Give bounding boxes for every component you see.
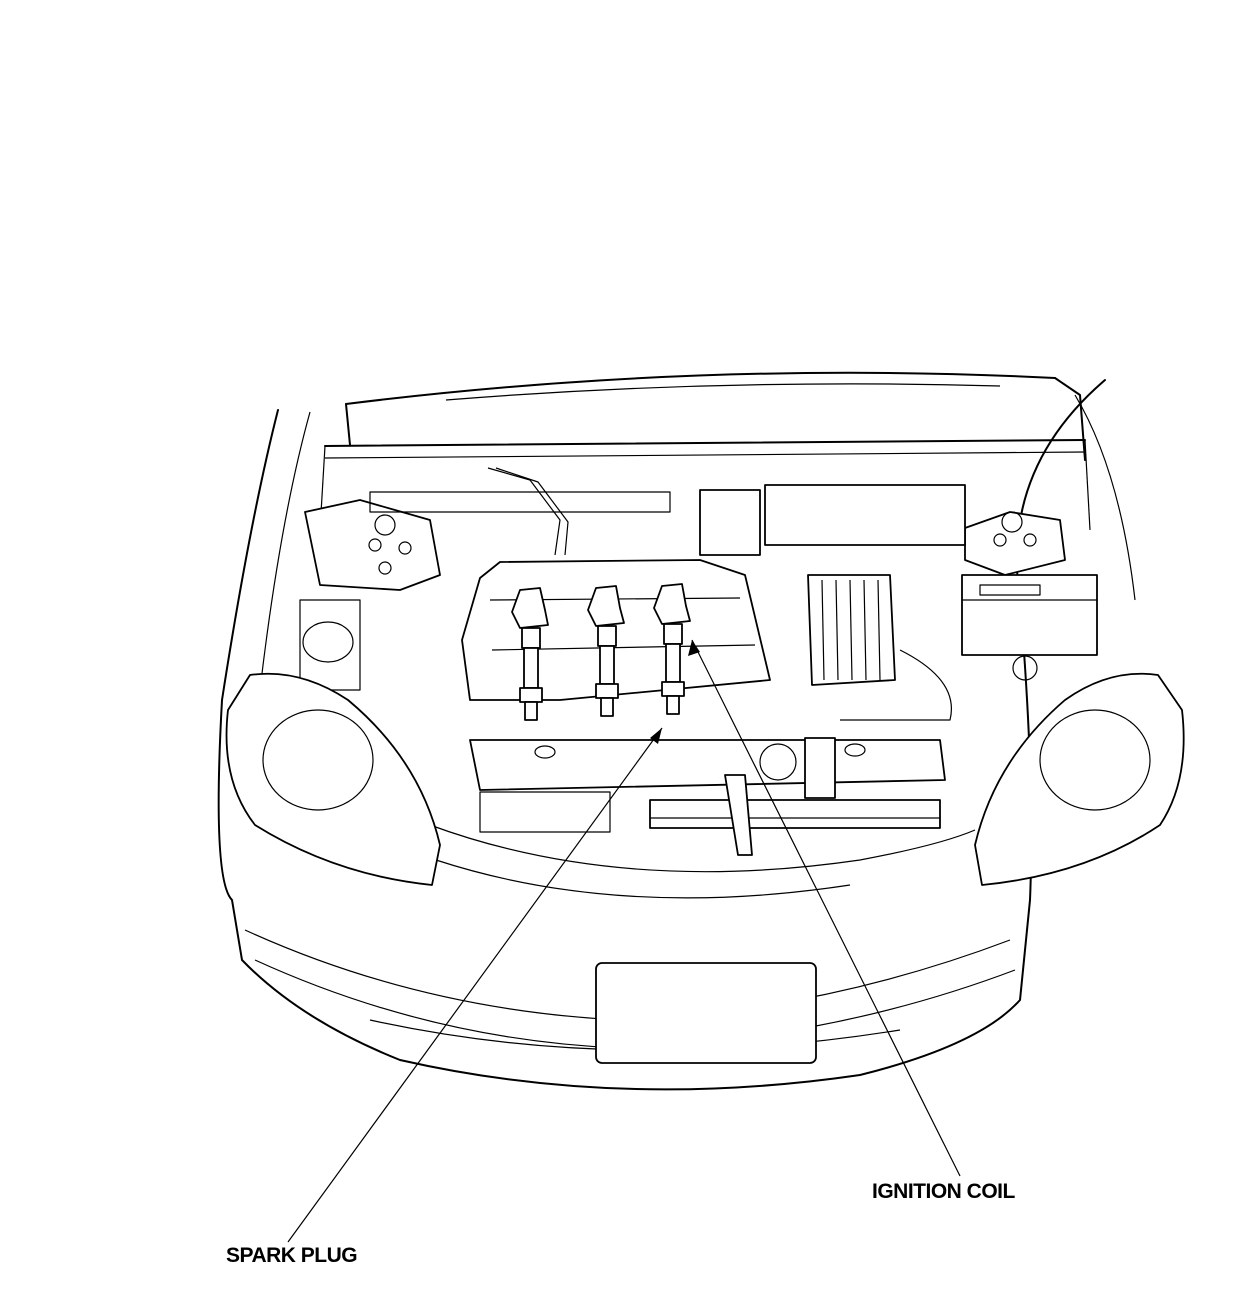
license-plate (595, 962, 817, 1064)
left-strut-tower (299, 499, 441, 691)
hood (345, 371, 1086, 461)
left-headlight (225, 672, 441, 886)
cowl (319, 439, 1091, 531)
spark-plug-leader (287, 727, 663, 1243)
battery (961, 574, 1098, 681)
ignition-coil-leader (691, 639, 961, 1177)
coil-plug-3 (653, 583, 691, 715)
radiator-support (469, 737, 946, 856)
ignition-coil-arrowhead (688, 640, 700, 656)
coil-plug-1 (511, 587, 549, 721)
coil-plug-2 (587, 585, 625, 717)
ignition-coil-label: IGNITION COIL (872, 1180, 1015, 1203)
spark-plug-label: SPARK PLUG (226, 1244, 358, 1267)
spark-plug-arrowhead (650, 728, 662, 744)
right-headlight (974, 672, 1185, 886)
right-strut-tower (964, 511, 1066, 576)
air-cleaner-box (807, 574, 952, 721)
